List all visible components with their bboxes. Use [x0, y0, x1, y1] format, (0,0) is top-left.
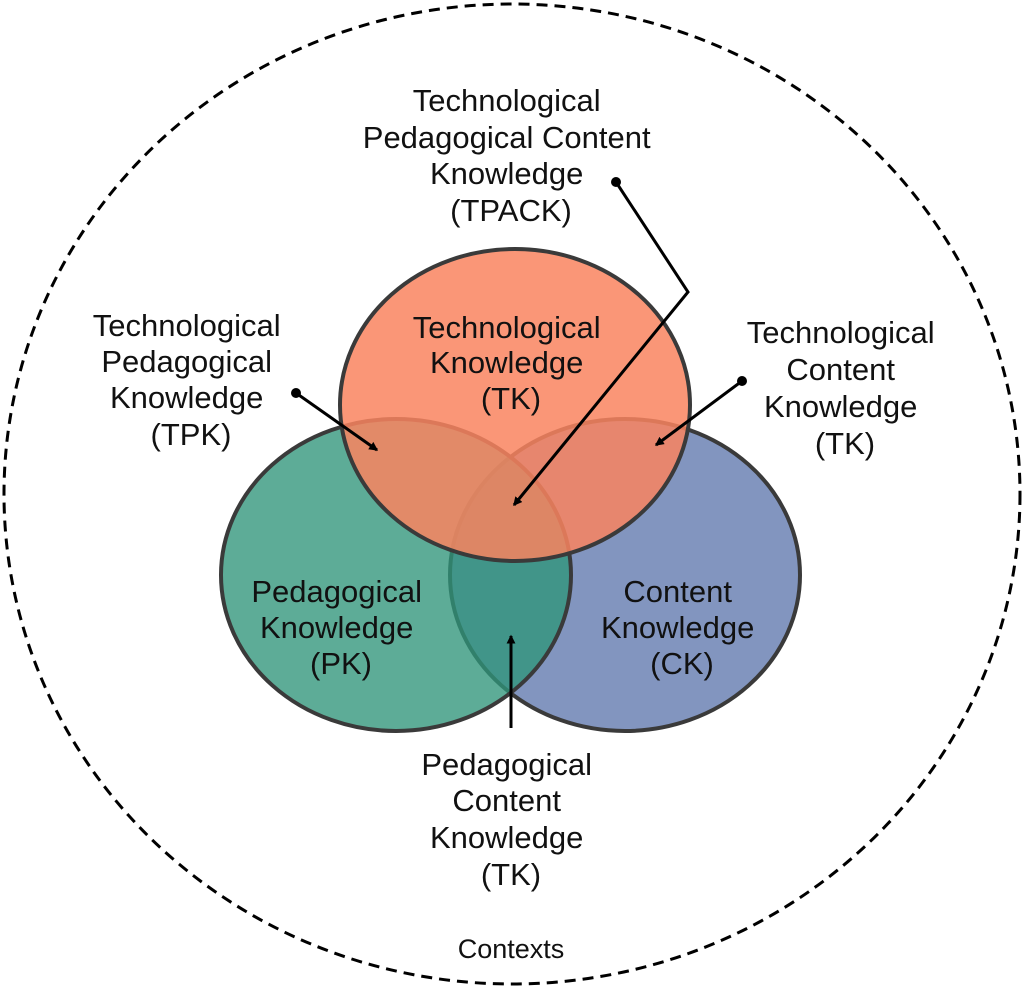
- pck-callout-label: Pedagogical Content Knowledge (TK): [421, 747, 600, 892]
- pk-label: Pedagogical Knowledge (PK): [251, 574, 430, 681]
- tck-callout-label: Technological Content Knowledge (TK): [747, 315, 943, 461]
- tck-arrow: [654, 379, 743, 447]
- tpk-callout-label: Technological Pedagogical Knowledge (TPK…: [93, 308, 289, 452]
- callout-arrows: [291, 177, 747, 728]
- technological-knowledge-circle: [338, 247, 692, 563]
- tpack-callout-label: Technological Pedagogical Content Knowle…: [363, 83, 659, 228]
- venn-circles: [219, 247, 802, 733]
- tk-label: Technological Knowledge (TK): [413, 310, 609, 416]
- tpk-arrow: [295, 391, 379, 452]
- contexts-label: Contexts: [458, 934, 565, 964]
- tpack-arrow: [512, 181, 690, 507]
- ck-label: Content Knowledge (CK): [601, 574, 763, 681]
